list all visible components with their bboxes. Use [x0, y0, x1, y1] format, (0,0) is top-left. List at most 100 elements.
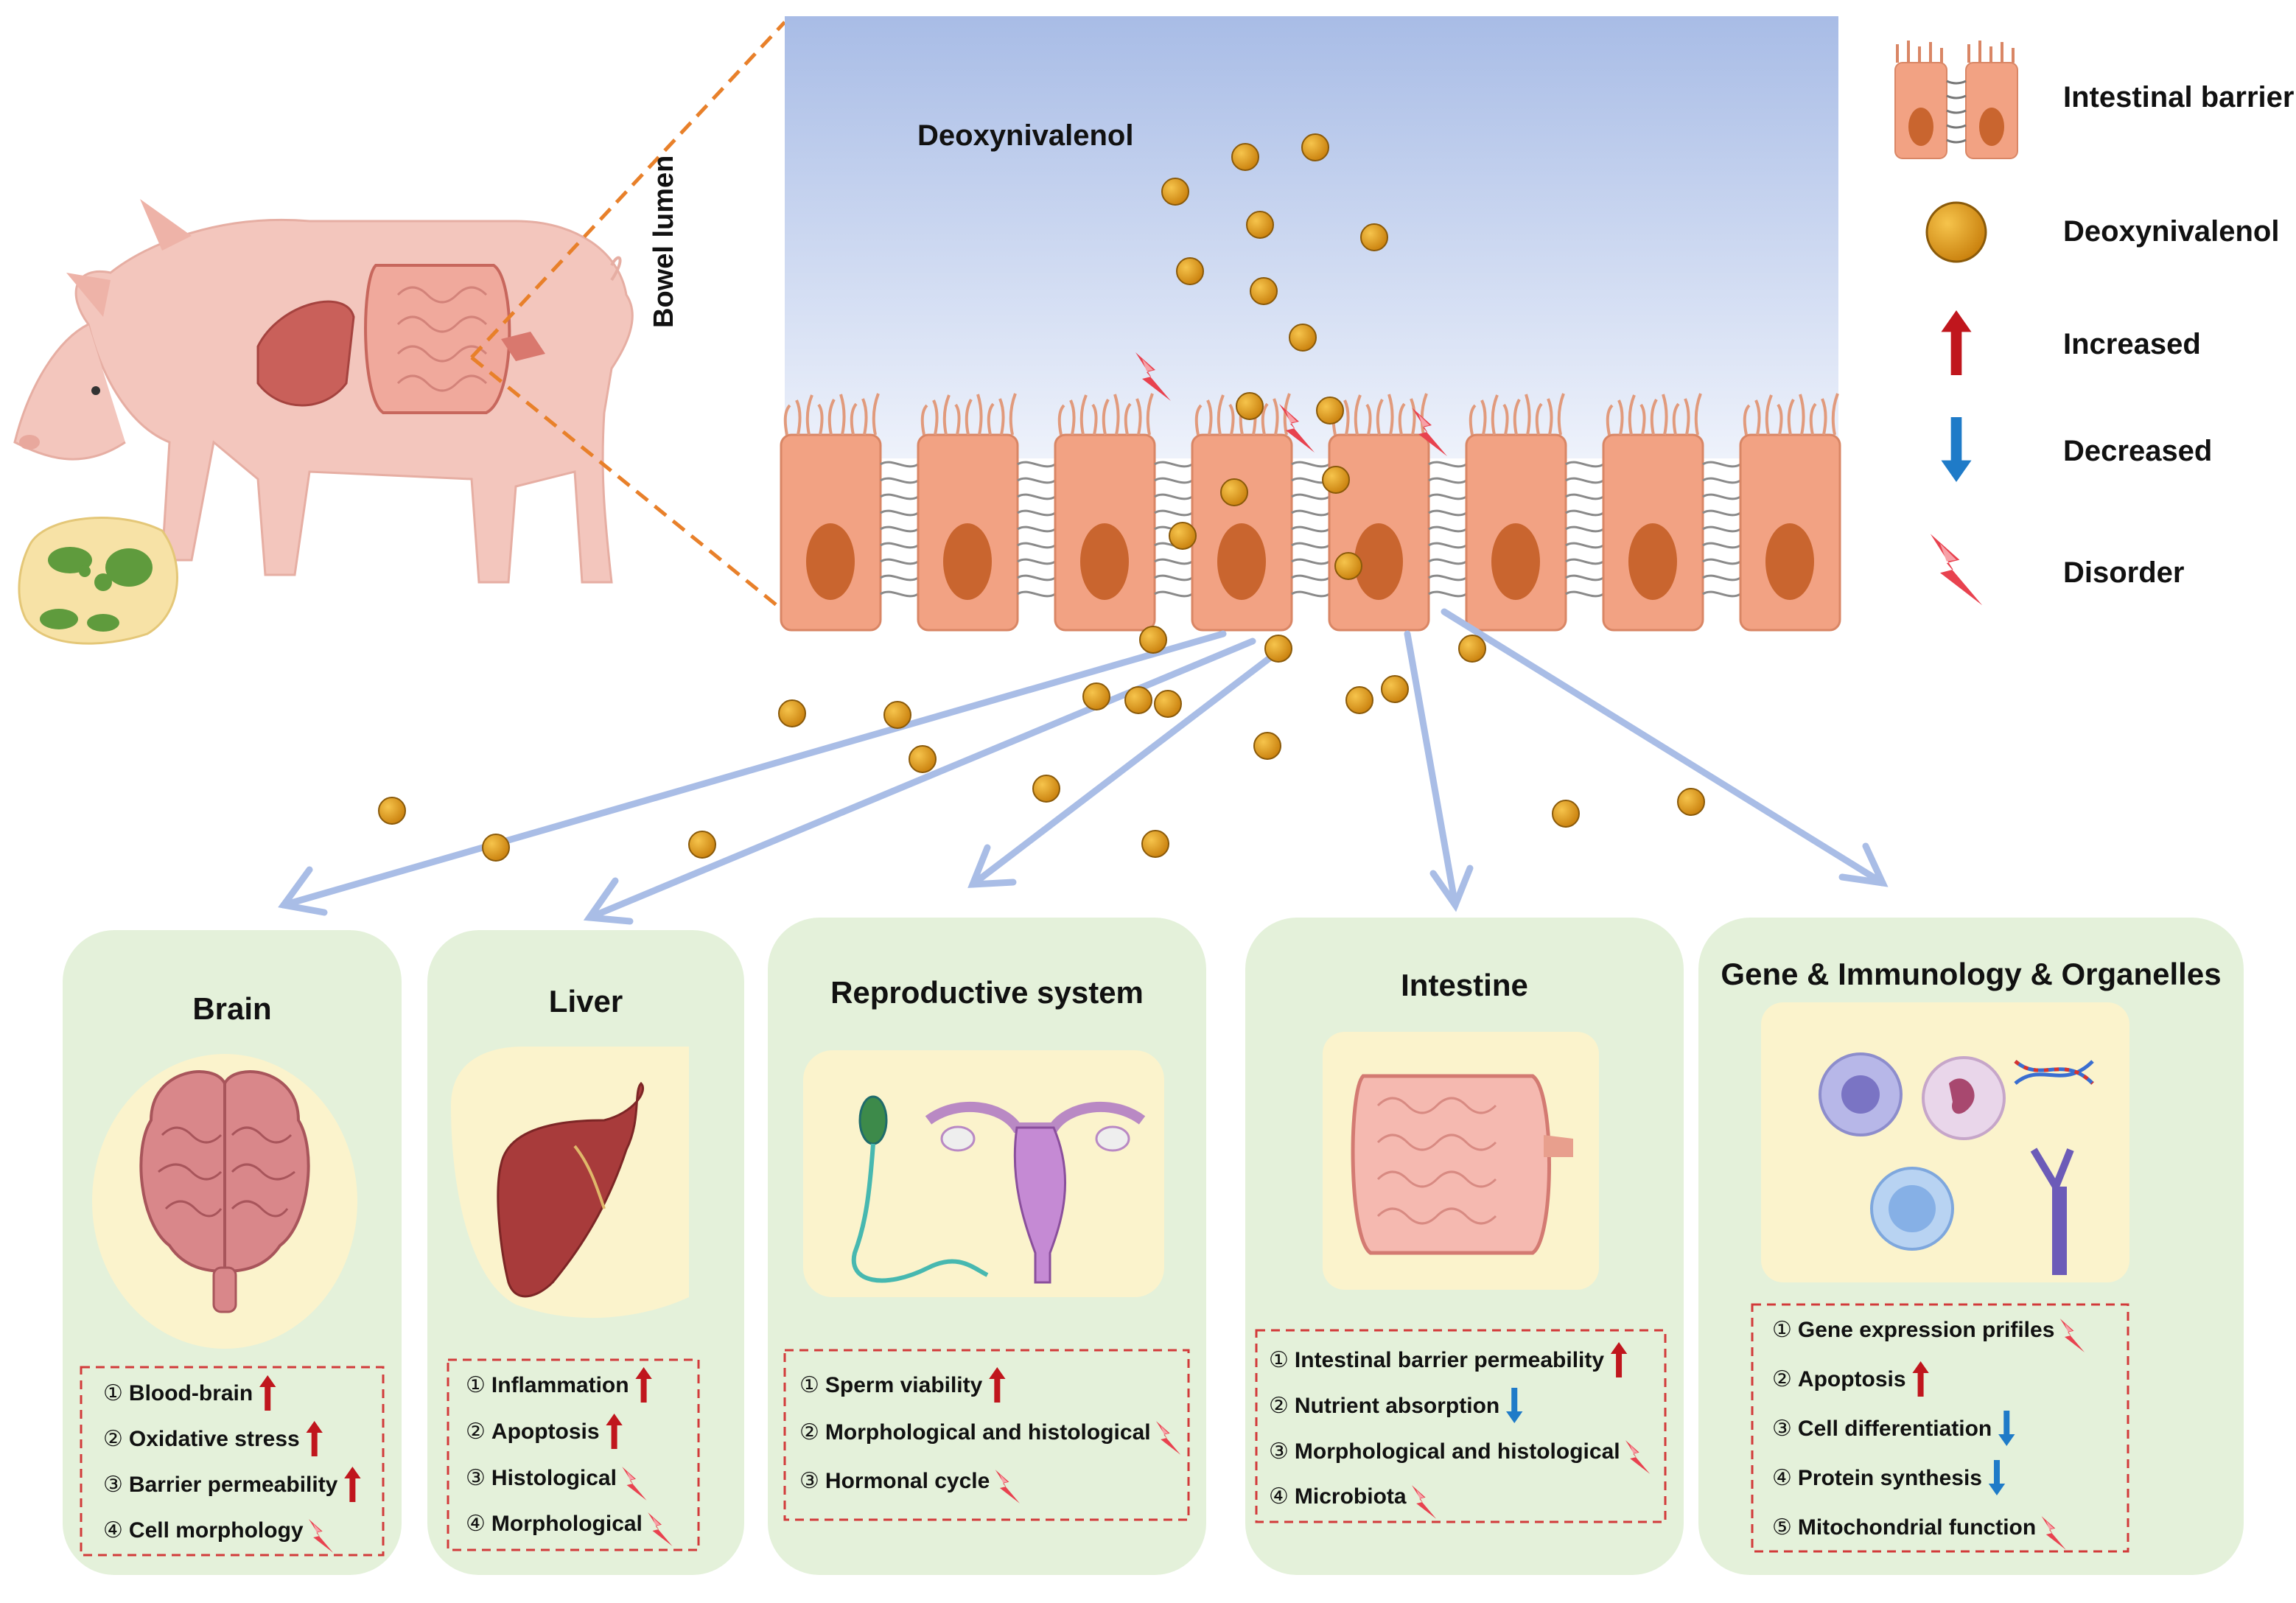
- panel-title-intestine: Intestine: [1401, 968, 1528, 1002]
- item-number: ⑤: [1772, 1515, 1792, 1540]
- legend-label-disorder: Disorder: [2063, 556, 2185, 589]
- liver-illustration: [451, 1047, 689, 1319]
- item-text: Hormonal cycle: [825, 1468, 990, 1493]
- deoxynivalenol-molecule: [1253, 732, 1281, 760]
- item-number: ③: [466, 1465, 486, 1491]
- lumen-title: Deoxynivalenol: [917, 119, 1134, 152]
- item-text: Nutrient absorption: [1294, 1393, 1500, 1418]
- item-text: Mitochondrial function: [1797, 1515, 2037, 1540]
- deoxynivalenol-molecule: [378, 797, 406, 825]
- item-number: ②: [799, 1419, 819, 1445]
- epithelial-cell: [1602, 393, 1704, 632]
- legend-label-decreased: Decreased: [2063, 435, 2213, 467]
- deoxynivalenol-molecule: [1124, 686, 1152, 714]
- deoxynivalenol-molecule: [1231, 143, 1259, 171]
- epithelial-cell: [917, 393, 1019, 632]
- tight-junction: [1017, 461, 1056, 598]
- deoxynivalenol-molecule: [1381, 675, 1409, 703]
- item-text: Microbiota: [1294, 1484, 1407, 1509]
- deoxynivalenol-molecule: [1264, 635, 1292, 663]
- deoxynivalenol-molecule: [1141, 830, 1169, 858]
- panel-title-liver: Liver: [548, 984, 623, 1019]
- panel-title-gene-immunology: Gene & Immunology & Organelles: [1721, 957, 2222, 991]
- deoxynivalenol-molecule: [1154, 690, 1182, 718]
- contaminated-feed-icon: [18, 517, 178, 645]
- deoxynivalenol-molecule: [1176, 257, 1204, 285]
- item-number: ①: [799, 1372, 819, 1398]
- epithelial-cell: [780, 393, 882, 632]
- item-text: Morphological and histological: [825, 1419, 1151, 1445]
- reproductive-system-illustration: [803, 1050, 1164, 1297]
- distribution-arrows: [278, 608, 1889, 925]
- bowel-lumen: [785, 16, 1838, 458]
- item-text: Cell differentiation: [1797, 1416, 1992, 1441]
- intestinal-barrier-icon: [1894, 41, 2018, 159]
- disorder-lightning-icon: [1930, 534, 1983, 606]
- item-number: ②: [1772, 1366, 1792, 1392]
- deoxynivalenol-molecule: [883, 701, 911, 729]
- tight-junction: [1428, 461, 1467, 598]
- item-number: ①: [103, 1380, 123, 1406]
- epithelial-cell: [1465, 393, 1567, 632]
- tight-junction: [1565, 461, 1604, 598]
- epithelial-cell: [1328, 393, 1430, 632]
- item-text: Histological: [491, 1465, 617, 1490]
- item-number: ③: [103, 1472, 123, 1498]
- deoxynivalenol-molecule: [482, 834, 510, 862]
- deoxynivalenol-molecule: [1161, 178, 1189, 206]
- item-text: Apoptosis: [491, 1419, 600, 1444]
- item-number: ②: [466, 1419, 486, 1445]
- epithelial-cell: [1054, 393, 1156, 632]
- item-number: ②: [1269, 1393, 1289, 1419]
- deoxynivalenol-molecule: [1345, 686, 1373, 714]
- intestinal-epithelium: [780, 393, 1841, 632]
- item-text: Blood-brain: [128, 1380, 253, 1405]
- deoxynivalenol-molecule: [1334, 552, 1362, 580]
- item-text: Gene expression prifiles: [1797, 1317, 2055, 1342]
- immune-cells-illustration: [1761, 1002, 2129, 1282]
- item-text: Protein synthesis: [1797, 1465, 1982, 1490]
- epithelial-cell: [1739, 393, 1841, 632]
- deoxynivalenol-molecule: [778, 699, 806, 727]
- effect-lists-frames: [80, 1303, 2129, 1557]
- panel-title-reproductive: Reproductive system: [830, 975, 1144, 1010]
- deoxynivalenol-molecule: [1250, 277, 1278, 305]
- pig-illustration: [13, 199, 634, 584]
- deoxynivalenol-molecule: [909, 745, 937, 773]
- deoxynivalenol-molecule-icon: [1925, 201, 1987, 263]
- zoom-line-bottom: [470, 356, 786, 613]
- deoxynivalenol-molecule: [1220, 478, 1248, 506]
- deoxynivalenol-molecules: [378, 133, 1705, 862]
- brain-illustration: [92, 1054, 357, 1349]
- item-number: ①: [1772, 1317, 1792, 1343]
- item-text: Inflammation: [491, 1372, 629, 1397]
- legend-label-increased: Increased: [2063, 328, 2201, 360]
- deoxynivalenol-molecule: [1301, 133, 1329, 161]
- deoxynivalenol-molecule: [1552, 800, 1580, 828]
- increased-arrow-icon: [1941, 310, 1972, 375]
- item-number: ③: [1269, 1439, 1289, 1464]
- deoxynivalenol-molecule: [1316, 397, 1344, 425]
- item-text: Apoptosis: [1797, 1366, 1906, 1391]
- deoxynivalenol-molecule: [1032, 775, 1060, 803]
- deoxynivalenol-molecule: [1322, 466, 1350, 494]
- deoxynivalenol-molecule: [1139, 626, 1167, 654]
- legend-label-intestinal-barrier: Intestinal barrier: [2063, 81, 2295, 113]
- intestine-illustration: [1323, 1032, 1599, 1290]
- item-number: ④: [1772, 1465, 1792, 1491]
- deoxynivalenol-molecule: [1677, 788, 1705, 816]
- panel-title-brain: Brain: [192, 991, 272, 1026]
